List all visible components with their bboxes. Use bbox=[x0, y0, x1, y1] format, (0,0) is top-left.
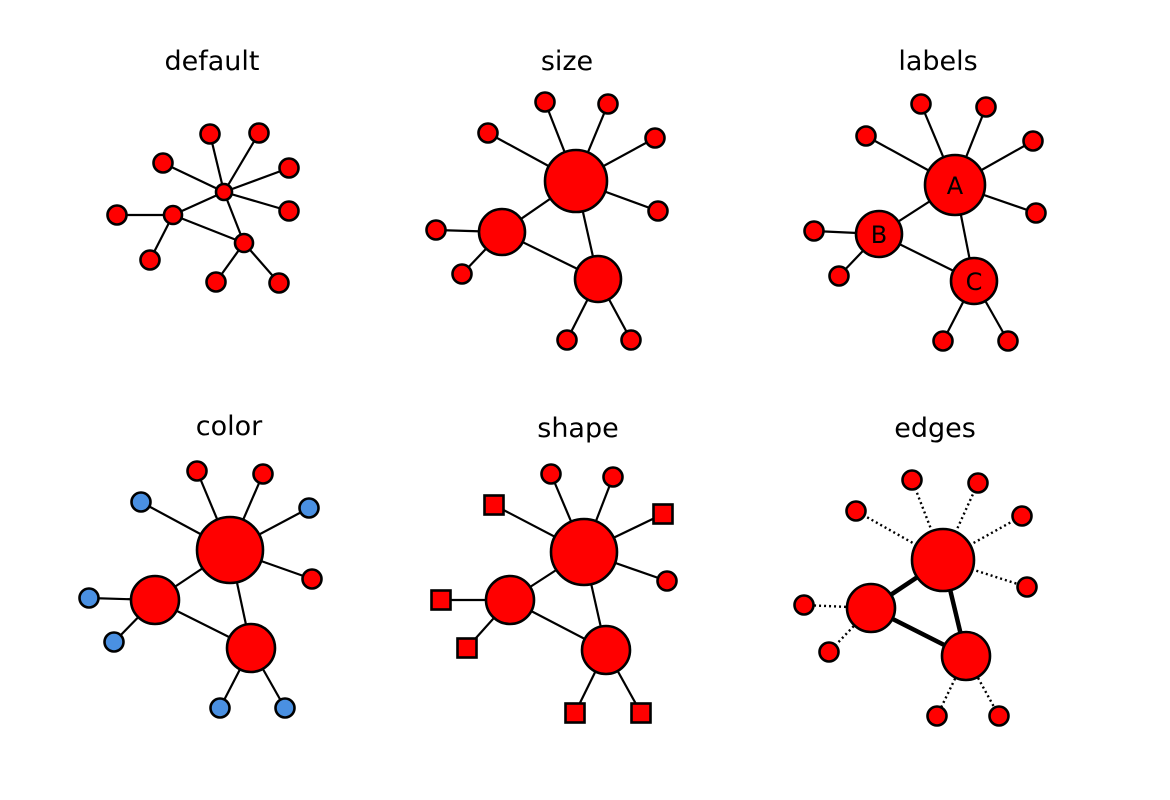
leaf-node-square bbox=[483, 494, 505, 516]
leaf-node bbox=[268, 272, 290, 294]
leaf-node bbox=[997, 330, 1019, 352]
panel-default: default bbox=[106, 46, 300, 294]
leaf-edge bbox=[223, 166, 290, 194]
leaf-node bbox=[199, 123, 221, 145]
hub-node-B bbox=[854, 209, 904, 259]
panel-title-size: size bbox=[541, 46, 593, 77]
leaf-node bbox=[975, 96, 997, 118]
leaf-node bbox=[556, 329, 578, 351]
hub-node-B bbox=[129, 574, 181, 626]
leaf-node bbox=[152, 152, 174, 174]
leaf-node bbox=[818, 641, 840, 663]
leaf-node bbox=[901, 469, 923, 491]
hub-node-A bbox=[923, 153, 987, 217]
leaf-node bbox=[540, 463, 562, 485]
hub-node-B bbox=[162, 204, 184, 226]
hub-node-C bbox=[949, 256, 999, 306]
panel-title-color: color bbox=[196, 411, 263, 442]
leaf-node bbox=[78, 587, 100, 609]
leaf-node bbox=[932, 330, 954, 352]
leaf-node bbox=[274, 697, 296, 719]
leaf-edge bbox=[223, 190, 290, 213]
hub-node-A bbox=[549, 517, 619, 587]
hub-node-C bbox=[580, 624, 632, 676]
leaf-node bbox=[1016, 576, 1038, 598]
leaf-node bbox=[477, 122, 499, 144]
leaf-node bbox=[139, 249, 161, 271]
leaf-node bbox=[828, 265, 850, 287]
leaf-node-square bbox=[630, 702, 652, 724]
hub-node-B bbox=[477, 207, 527, 257]
leaf-node bbox=[106, 204, 128, 226]
leaf-node bbox=[209, 697, 231, 719]
leaf-node bbox=[103, 631, 125, 653]
panel-title-default: default bbox=[164, 46, 259, 77]
hub-node-C bbox=[233, 232, 255, 254]
leaf-node bbox=[910, 93, 932, 115]
leaf-edge bbox=[941, 482, 980, 561]
hub-node-label: B bbox=[871, 221, 887, 249]
leaf-edge bbox=[162, 162, 225, 193]
hub-node-label: A bbox=[947, 172, 964, 200]
hub-node-B bbox=[845, 582, 897, 634]
leaf-node bbox=[967, 472, 989, 494]
hub-node-A bbox=[543, 148, 609, 214]
leaf-node-square bbox=[564, 702, 586, 724]
leaf-node-square bbox=[430, 589, 452, 611]
leaf-node bbox=[534, 91, 556, 113]
panel-color: color bbox=[78, 411, 323, 719]
leaf-node bbox=[988, 705, 1010, 727]
leaf-edge bbox=[910, 479, 945, 561]
panel-title-shape: shape bbox=[537, 413, 618, 444]
leaf-node bbox=[1025, 202, 1047, 224]
leaf-node bbox=[425, 219, 447, 241]
leaf-node bbox=[644, 127, 666, 149]
leaf-node bbox=[597, 93, 619, 115]
leaf-node bbox=[793, 594, 815, 616]
panel-title-edges: edges bbox=[894, 413, 976, 444]
leaf-node bbox=[845, 500, 867, 522]
leaf-node bbox=[252, 463, 274, 485]
leaf-node bbox=[298, 497, 320, 519]
hub-edge bbox=[172, 213, 245, 245]
leaf-node bbox=[647, 200, 669, 222]
leaf-node bbox=[656, 570, 678, 592]
leaf-edge bbox=[223, 132, 260, 193]
hub-node-C bbox=[225, 622, 277, 674]
leaf-node bbox=[1022, 130, 1044, 152]
hub-node-B bbox=[484, 574, 536, 626]
leaf-node bbox=[205, 271, 227, 293]
hub-node-label: C bbox=[966, 268, 983, 296]
leaf-node bbox=[130, 491, 152, 513]
leaf-node bbox=[278, 200, 300, 222]
leaf-node bbox=[926, 705, 948, 727]
leaf-node bbox=[278, 157, 300, 179]
panel-size: size bbox=[425, 46, 669, 351]
leaf-node bbox=[803, 220, 825, 242]
leaf-node bbox=[248, 122, 270, 144]
hub-node-C bbox=[573, 254, 623, 304]
leaf-node-square bbox=[652, 503, 674, 525]
leaf-node bbox=[620, 329, 642, 351]
leaf-node bbox=[1011, 505, 1033, 527]
leaf-node bbox=[451, 263, 473, 285]
hub-node-A bbox=[195, 515, 265, 585]
leaf-node bbox=[301, 568, 323, 590]
panel-shape: shape bbox=[430, 413, 678, 724]
leaf-node bbox=[186, 460, 208, 482]
leaf-node bbox=[602, 466, 624, 488]
hub-node-A bbox=[214, 182, 234, 202]
hub-node-A bbox=[910, 527, 976, 593]
hub-node-C bbox=[940, 630, 992, 682]
panel-edges: edges bbox=[793, 413, 1038, 727]
panel-title-labels: labels bbox=[898, 46, 977, 77]
leaf-node-square bbox=[456, 637, 478, 659]
leaf-node bbox=[855, 125, 877, 147]
